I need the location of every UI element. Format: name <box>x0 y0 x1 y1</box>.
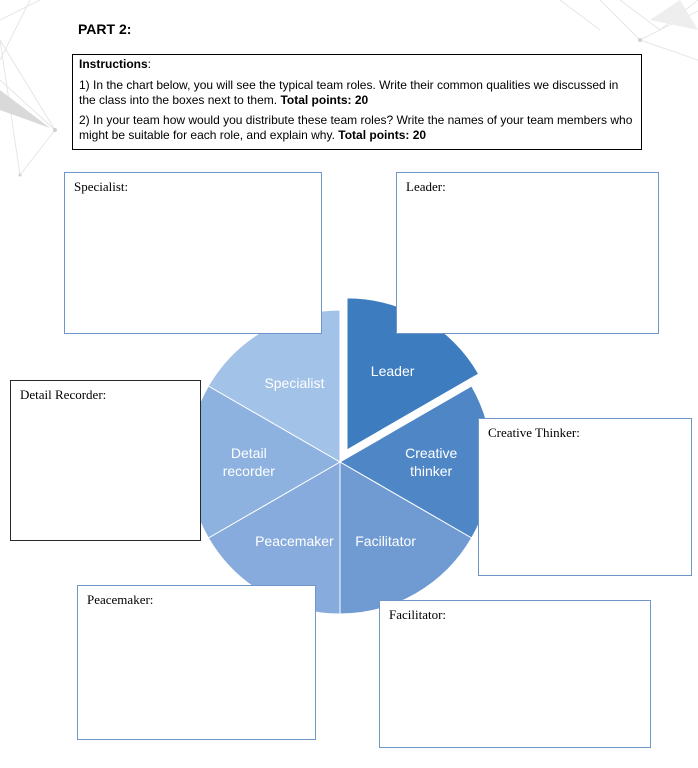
detail-recorder-box-label: Detail Recorder: <box>20 387 107 402</box>
creative-thinker-box-label: Creative Thinker: <box>488 425 580 440</box>
instruction-item-1-points: Total points: 20 <box>280 93 369 107</box>
creative-thinker-box[interactable]: Creative Thinker: <box>478 418 692 576</box>
instructions-heading-colon: : <box>147 57 152 71</box>
pie-label-line: Specialist <box>264 375 324 391</box>
pie-label-leader: Leader <box>371 363 415 379</box>
pie-label-specialist: Specialist <box>264 375 324 391</box>
facilitator-box-label: Facilitator: <box>389 607 447 622</box>
instruction-item-1-text: 1) In the chart below, you will see the … <box>79 78 619 107</box>
pie-label-facilitator: Facilitator <box>355 533 416 549</box>
leader-box-label: Leader: <box>406 179 446 194</box>
instructions-box: Instructions: 1) In the chart below, you… <box>72 54 642 150</box>
instruction-item-2: 2) In your team how would you distribute… <box>79 113 635 143</box>
pie-label-line: recorder <box>223 463 275 479</box>
detail-recorder-box[interactable]: Detail Recorder: <box>10 380 201 541</box>
instruction-item-2-points: Total points: 20 <box>338 128 427 142</box>
pie-label-line: Detail <box>231 445 267 461</box>
leader-box[interactable]: Leader: <box>396 172 659 334</box>
instruction-item-2-text: 2) In your team how would you distribute… <box>79 113 633 142</box>
pie-label-line: Leader <box>371 363 415 379</box>
pie-label-line: Peacemaker <box>255 533 334 549</box>
pie-slice-facilitator <box>339 461 473 615</box>
pie-label-line: Creative <box>405 445 457 461</box>
pie-label-creative-thinker: Creative thinker <box>405 445 457 479</box>
pie-label-line: Facilitator <box>355 533 416 549</box>
specialist-box[interactable]: Specialist: <box>64 172 322 334</box>
pie-label-peacemaker: Peacemaker <box>255 533 334 549</box>
peacemaker-box-label: Peacemaker: <box>87 592 154 607</box>
facilitator-box[interactable]: Facilitator: <box>379 600 651 748</box>
instruction-item-1: 1) In the chart below, you will see the … <box>79 78 635 108</box>
pie-label-line: thinker <box>410 463 452 479</box>
peacemaker-box[interactable]: Peacemaker: <box>77 585 316 740</box>
pie-label-detail-recorder: Detail recorder <box>223 445 275 479</box>
specialist-box-label: Specialist: <box>74 179 129 194</box>
instructions-heading: Instructions <box>79 57 148 71</box>
part-title: PART 2: <box>78 21 132 37</box>
